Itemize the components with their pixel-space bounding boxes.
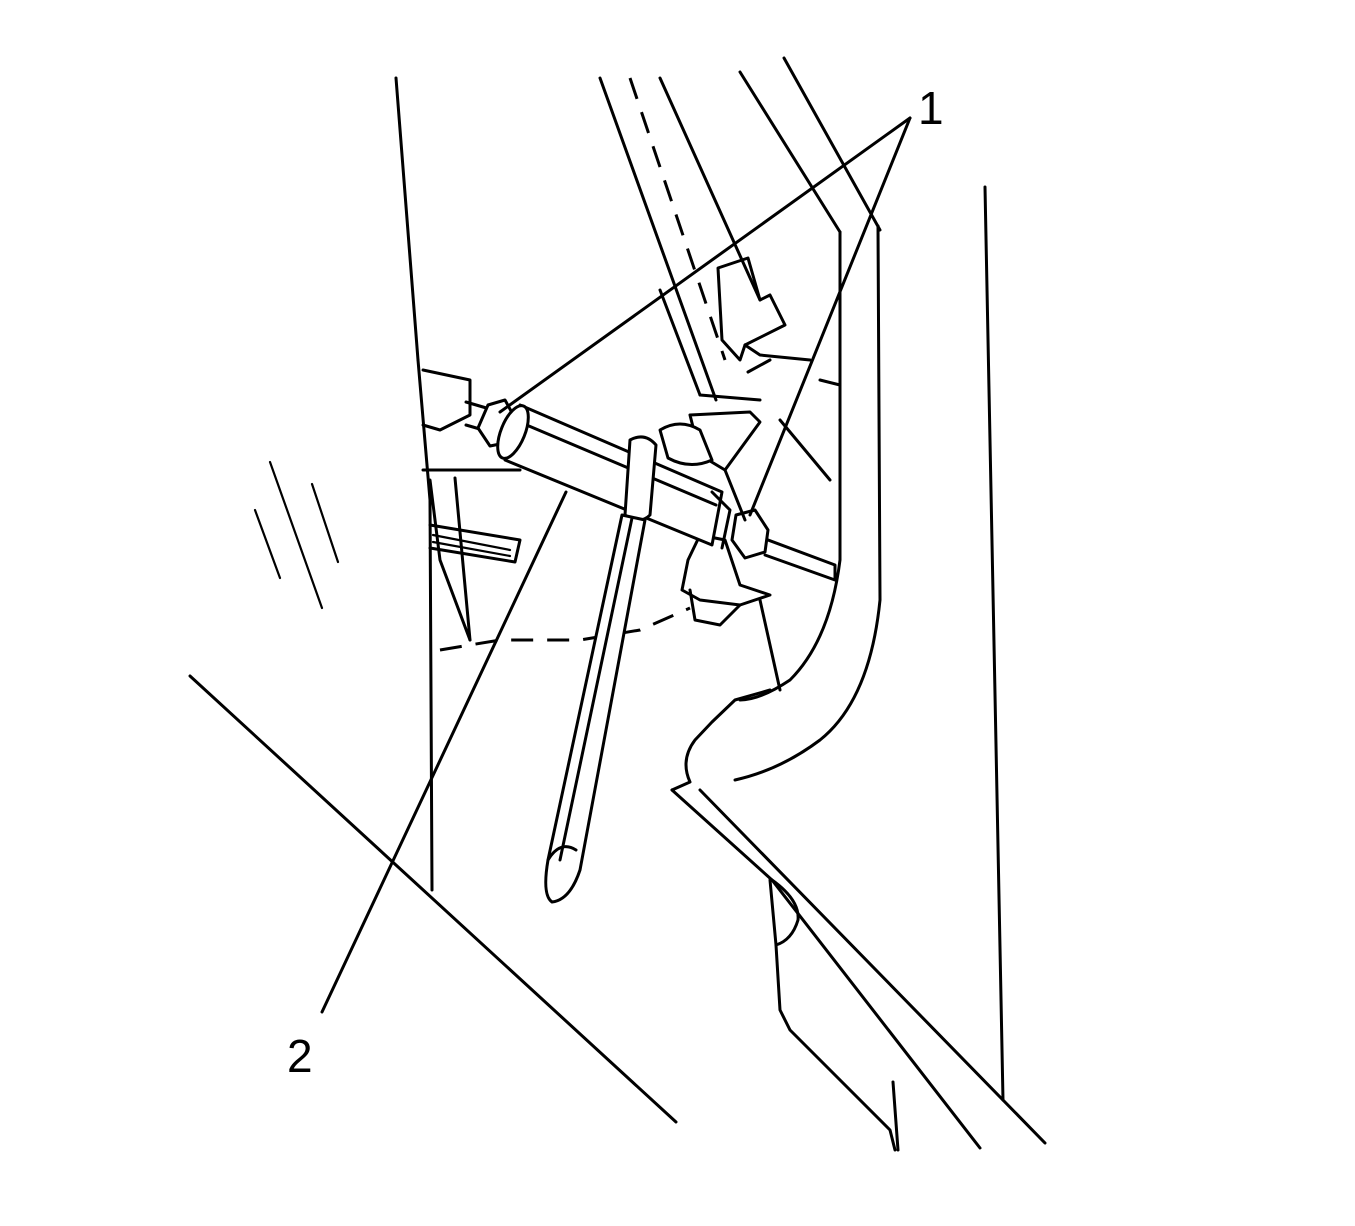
leader-2 [320, 490, 568, 1014]
hex-nut-lower [730, 508, 770, 560]
curved-flange [733, 224, 882, 782]
tool-handle [544, 435, 658, 904]
upper-frame [598, 56, 882, 402]
background-components [421, 368, 832, 692]
leader-lines [320, 116, 912, 1014]
right-panel [983, 185, 1005, 1102]
callout-label-2: 2 [287, 1030, 313, 1082]
lower-rails [188, 674, 1047, 1152]
upper-bracket [716, 256, 842, 387]
left-panel [394, 76, 434, 892]
leader-1-upper [498, 116, 912, 414]
hatch-marks [253, 460, 340, 610]
callout-label-1: 1 [918, 82, 944, 134]
clamp-bracket [658, 410, 772, 627]
leader-1-lower [748, 116, 912, 517]
